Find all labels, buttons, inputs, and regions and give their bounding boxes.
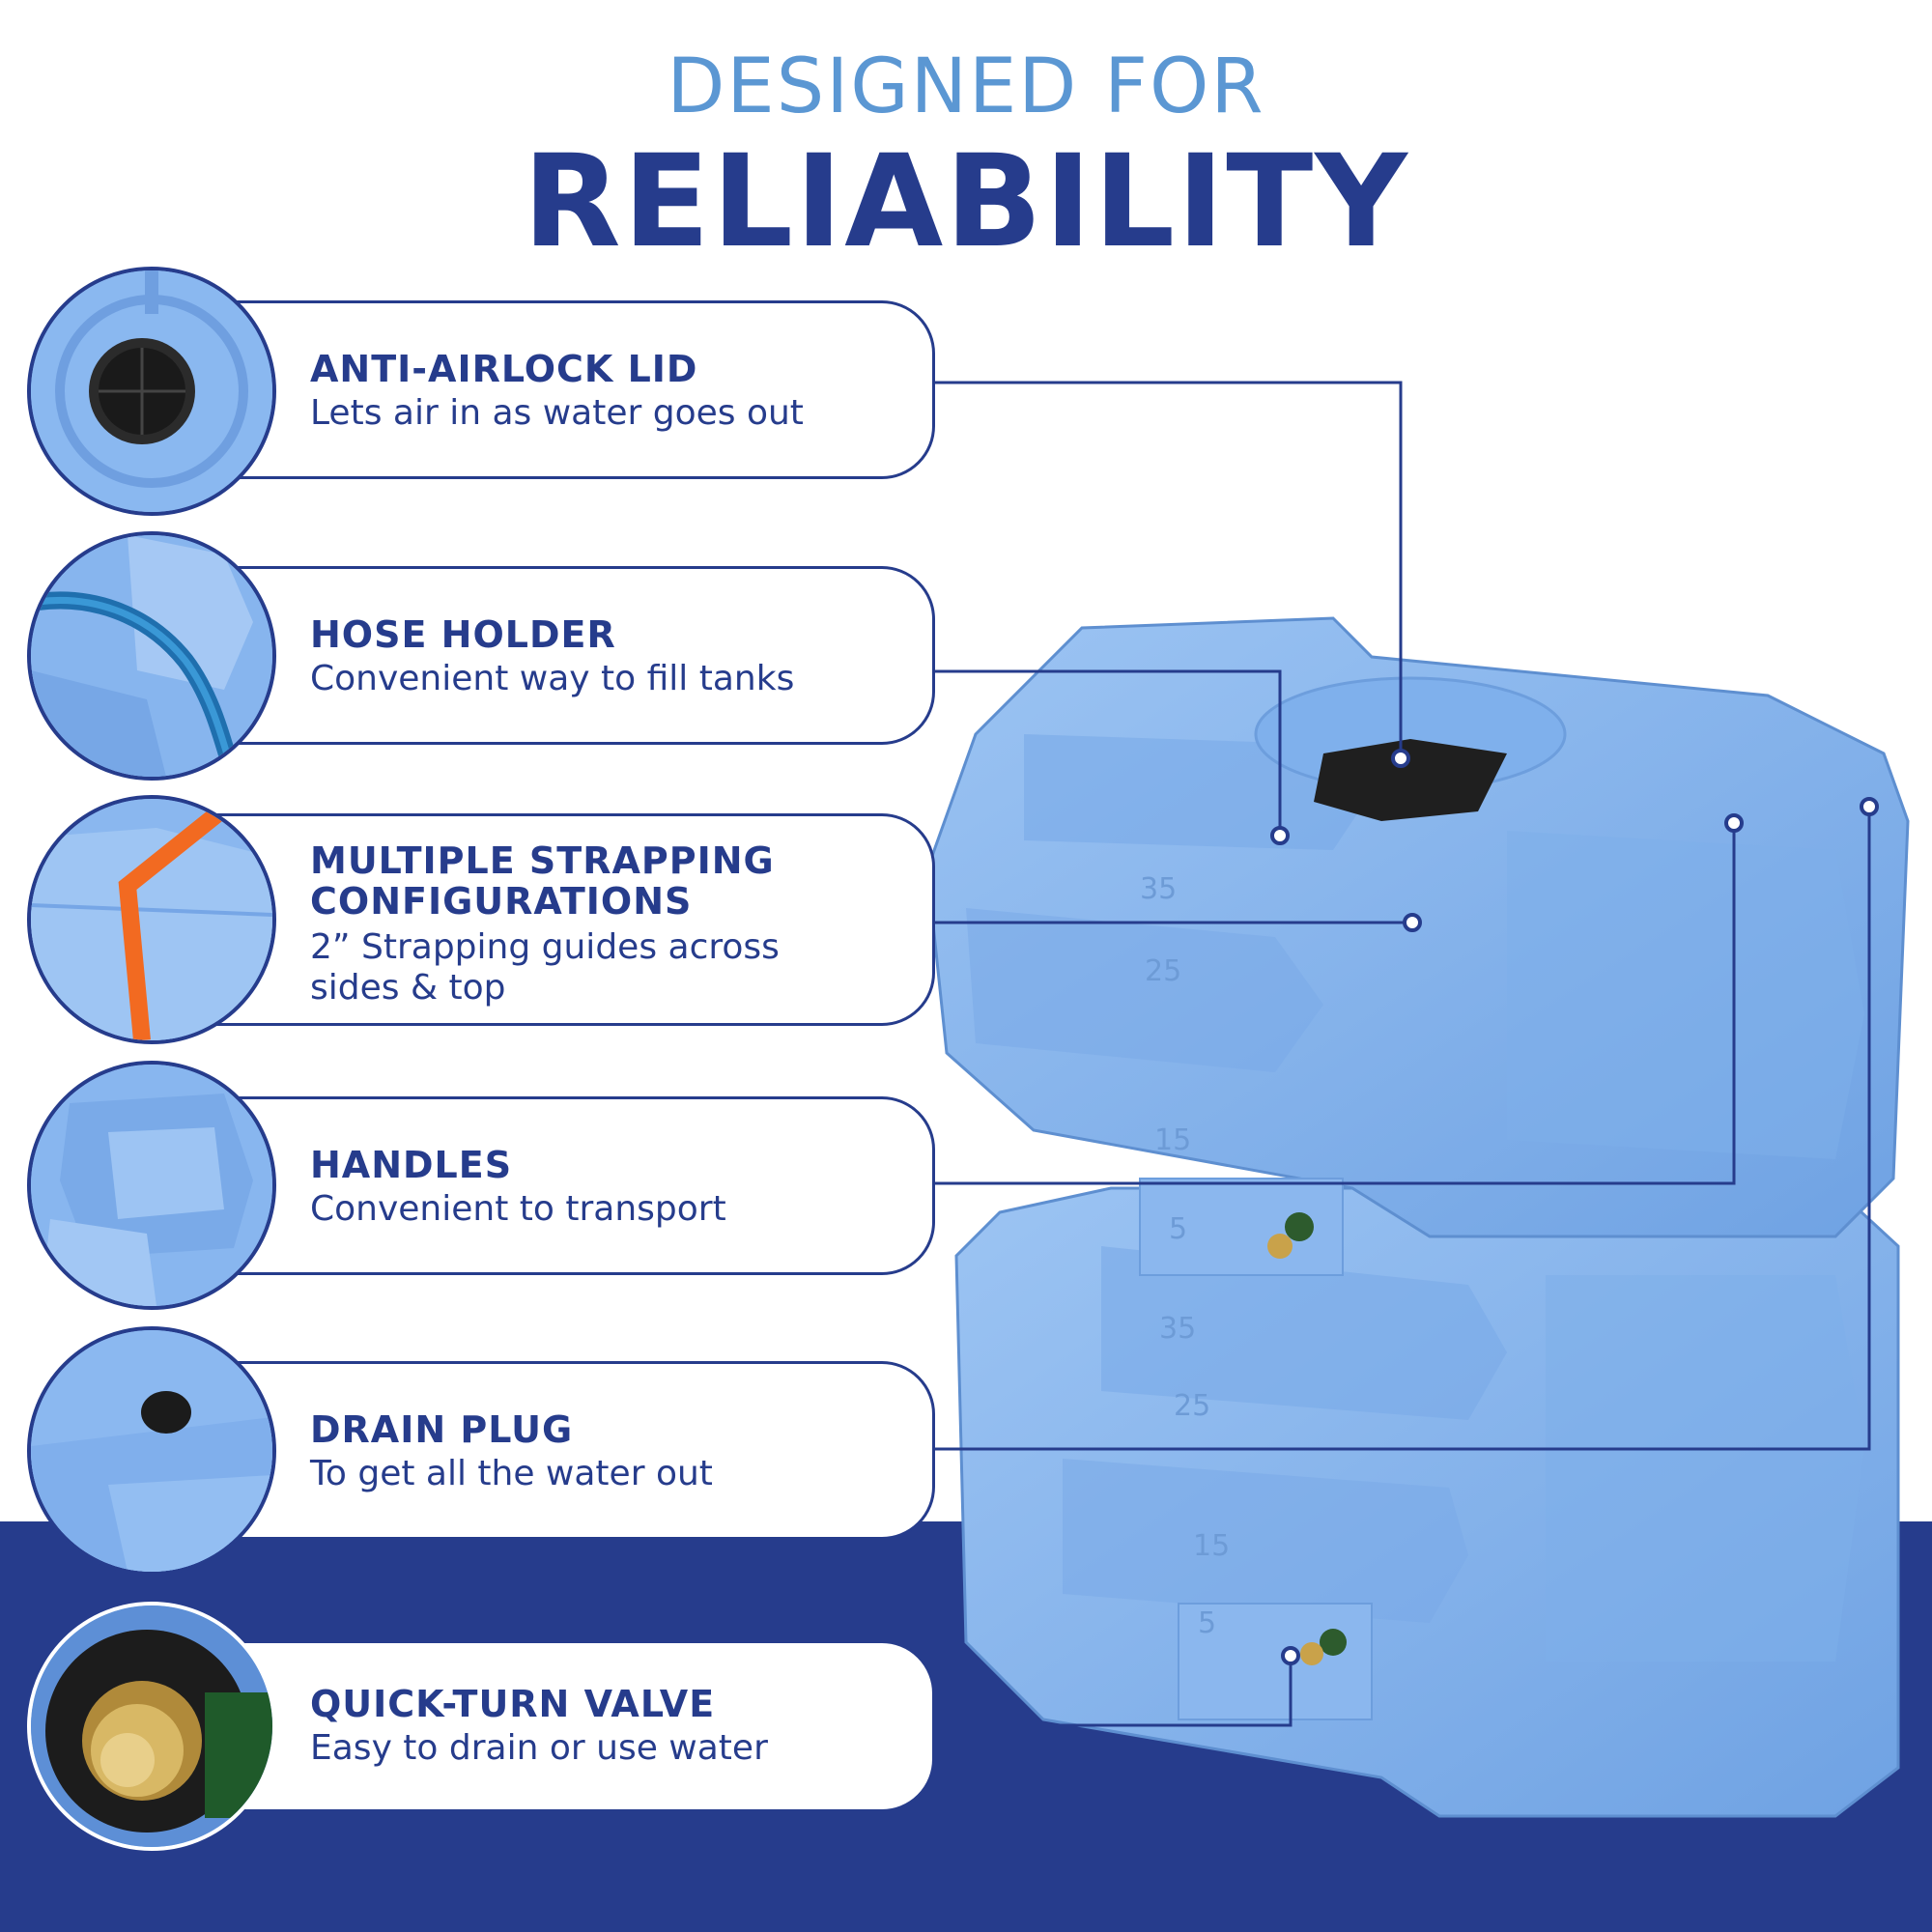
feature-card-hose-holder: HOSE HOLDER Convenient way to fill tanks xyxy=(203,566,935,745)
feature-card-quick-turn-valve: QUICK-TURN VALVE Easy to drain or use wa… xyxy=(203,1640,935,1812)
feature-card-drain-plug: DRAIN PLUG To get all the water out xyxy=(203,1361,935,1540)
top-tank: 35 25 15 5 xyxy=(925,616,1910,1276)
feature-card-strapping-configurations: MULTIPLE STRAPPING CONFIGURATIONS 2” Str… xyxy=(203,813,935,1026)
feature-title-line1: MULTIPLE STRAPPING xyxy=(310,839,775,882)
feature-description: Lets air in as water goes out xyxy=(310,393,804,433)
top-tank-mark-5: 5 xyxy=(1169,1212,1187,1246)
feature-title: ANTI-AIRLOCK LID xyxy=(310,348,698,390)
bottom-tank: 35 25 15 5 xyxy=(954,1186,1900,1818)
top-tank-mark-35: 35 xyxy=(1140,872,1177,906)
bottom-tank-mark-35: 35 xyxy=(1159,1312,1196,1346)
bottom-tank-mark-15: 15 xyxy=(1193,1529,1230,1563)
heading-line2: RELIABILITY xyxy=(523,128,1409,276)
drain-plug-icon xyxy=(27,1326,276,1576)
bottom-tank-mark-5: 5 xyxy=(1198,1606,1216,1640)
feature-description: Convenient to transport xyxy=(310,1189,726,1229)
strap-guide-icon xyxy=(27,795,276,1044)
feature-description: Easy to drain or use water xyxy=(310,1728,768,1768)
feature-description-line1: 2” Strapping guides across xyxy=(310,927,780,967)
anti-airlock-lid-icon xyxy=(27,267,276,516)
heading-line1: DESIGNED FOR xyxy=(667,43,1265,130)
feature-description: To get all the water out xyxy=(310,1454,713,1493)
brass-valve-icon xyxy=(27,1602,276,1851)
feature-description-line2: sides & top xyxy=(310,968,506,1008)
feature-title: HOSE HOLDER xyxy=(310,613,616,656)
feature-title: DRAIN PLUG xyxy=(310,1408,574,1451)
handle-icon xyxy=(27,1061,276,1310)
top-tank-mark-25: 25 xyxy=(1145,954,1181,988)
feature-card-anti-airlock-lid: ANTI-AIRLOCK LID Lets air in as water go… xyxy=(203,300,935,479)
hose-holder-icon xyxy=(27,531,276,781)
feature-card-handles: HANDLES Convenient to transport xyxy=(203,1096,935,1275)
feature-title: QUICK-TURN VALVE xyxy=(310,1683,716,1725)
top-tank-mark-15: 15 xyxy=(1154,1123,1191,1157)
feature-description: Convenient way to fill tanks xyxy=(310,659,795,698)
feature-title-line2: CONFIGURATIONS xyxy=(310,880,693,923)
bottom-tank-mark-25: 25 xyxy=(1174,1389,1210,1423)
feature-title: HANDLES xyxy=(310,1144,513,1186)
